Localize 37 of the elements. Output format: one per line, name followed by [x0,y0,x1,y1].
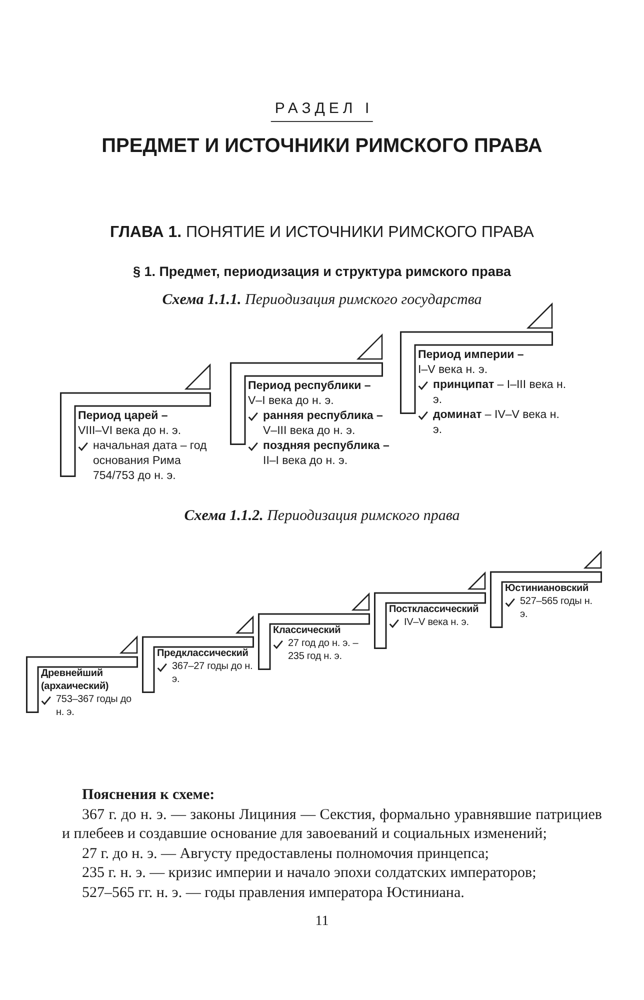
scheme-caption: Схема 1.1.2. Периодизация римского права [184,508,460,525]
page-number: 11 [315,914,329,930]
bullet-text: принципат – I–III века н. э. [433,378,568,408]
note-paragraph: 235 г. н. э. — кризис империи и начало эпохи солдатских императоров; [81,864,538,883]
note-paragraph: 27 г. до н. э. — Августу предоставлены полномочия принцепса; [81,844,490,864]
chapter-heading: ГЛАВА 1. ПОНЯТИЕ И ИСТОЧНИКИ РИМСКОГО ПРАВА [110,224,534,242]
step-title: Период империи – [418,348,525,363]
bullet-text: поздняя республика – II–I века до н. э. [263,438,390,469]
bullet-text: ранняя республика – V–III века до н. э. [263,408,384,439]
step-dates: VIII–VI века до н. э. [78,424,182,439]
bullet-text: 367–27 годы до н. э. [172,660,254,686]
stair-step [374,571,486,649]
bullet-text: 527–565 годы н. э. [520,595,594,621]
bullet-text: IV–V века н. э. [404,616,469,629]
note-paragraph: 367 г. до н. э. — законы Лициния — Секстия, формально уравнявшие патрициев и плебеев и создавшие основание для завоеваний и социальных изменений; [62,806,602,844]
step-title: Юстиниановский [505,582,590,595]
section-title: ПРЕДМЕТ И ИСТОЧНИКИ РИМСКОГО ПРАВА [102,135,542,158]
bullet-text: доминат – IV–V века н. э. [433,408,560,438]
scheme-caption: Схема 1.1.1. Периодизация римского государства [162,292,482,309]
bullet-text: начальная дата – год основания Рима 754/753 до н. э. [93,438,208,484]
stair-step [142,615,254,693]
stair-step [490,550,602,628]
paragraph-heading: § 1. Предмет, периодизация и структура римского права [132,264,512,279]
notes-heading: Пояснения к схеме: [82,786,216,805]
bullet-text: 27 год до н. э. – 235 год н. э. [288,637,360,663]
step-title: Классический [273,624,342,637]
step-dates: I–V века н. э. [418,362,489,378]
step-title: Период республики – [248,379,372,394]
step-title: Период царей – [78,409,169,424]
step-title: Древнейший (архаический) [41,667,110,693]
step-dates: V–I века до н. э. [248,394,335,409]
step-title: Предклассический [157,647,250,660]
bullet-text: 753–367 годы до н. э. [56,693,132,719]
section-label: РАЗДЕЛ I [270,100,374,122]
note-paragraph: 527–565 гг. н. э. — годы правления императора Юстиниана. [81,884,466,902]
stair-step [258,592,370,670]
step-title: Постклассический [389,603,480,616]
